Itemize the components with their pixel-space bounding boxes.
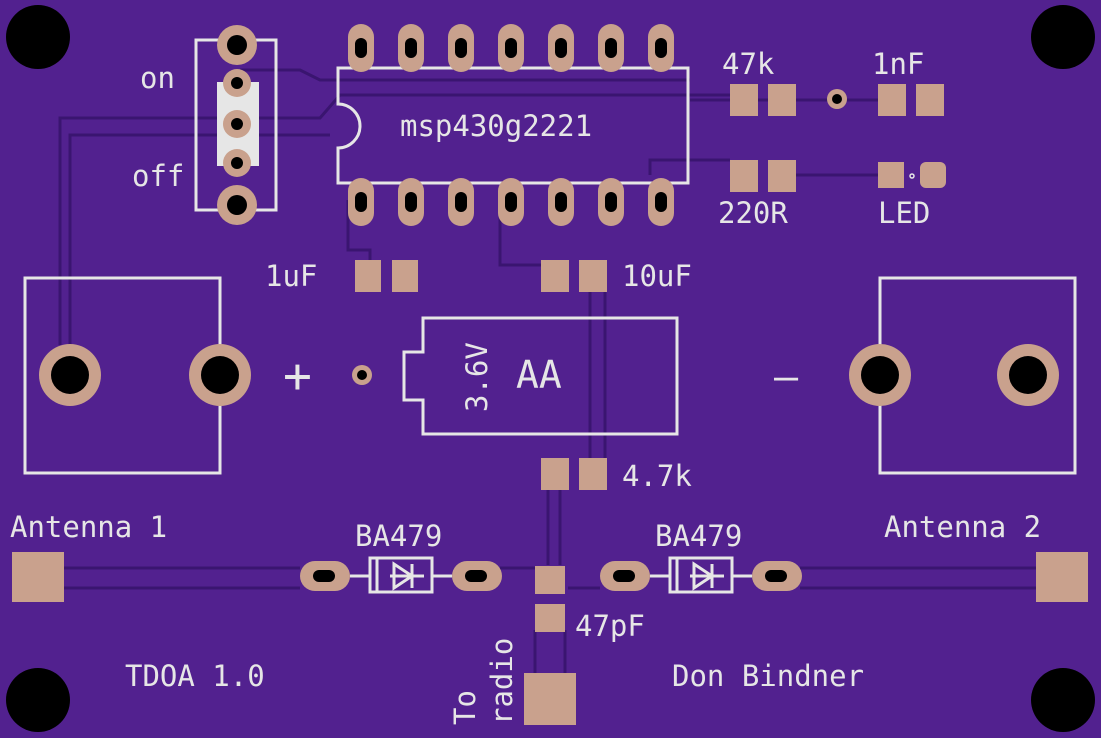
mounting-hole-bottom-right <box>1031 668 1095 732</box>
battery-voltage: 3.6V <box>460 342 494 412</box>
c1nf-label: 1nF <box>872 47 924 81</box>
resistor-47k: 47k <box>722 47 796 116</box>
ic-bottom-pins <box>348 178 674 226</box>
power-switch: on off <box>132 25 278 225</box>
ic-outline <box>336 66 690 185</box>
resistor-220r: 220R <box>718 160 796 230</box>
antenna-1-label: Antenna 1 <box>10 510 167 544</box>
antenna-1: Antenna 1 <box>10 510 167 602</box>
diode-2-label: BA479 <box>655 519 742 553</box>
ic-label: msp430g2221 <box>400 109 592 143</box>
minus-sign: — <box>774 354 799 400</box>
capacitor-1nf: 1nF <box>872 47 944 116</box>
c1uf-label: 1uF <box>265 259 317 293</box>
c47pf-label: 47pF <box>575 609 645 643</box>
plus-sign: + <box>283 348 312 404</box>
diode-1: BA479 <box>300 519 502 594</box>
capacitor-1uf: 1uF <box>265 259 418 293</box>
battery-type: AA <box>516 353 562 397</box>
battery-outline <box>402 316 679 436</box>
antenna-2: Antenna 2 <box>884 510 1088 602</box>
led-label: LED <box>878 196 930 230</box>
led: LED <box>878 162 946 230</box>
board-title: TDOA 1.0 <box>125 659 265 693</box>
radio-output: To radio <box>448 638 576 725</box>
c10uf-label: 10uF <box>622 259 692 293</box>
capacitor-47pf: 47pF <box>535 566 645 643</box>
switch-on-label: on <box>140 61 175 95</box>
r220-label: 220R <box>718 196 788 230</box>
diode-1-label: BA479 <box>355 519 442 553</box>
battery-clip-left <box>23 276 251 475</box>
radio-label: radio <box>485 638 519 725</box>
r47k-label: 47k <box>722 47 775 81</box>
r4-7k-label: 4.7k <box>622 459 692 493</box>
ic-msp430: msp430g2221 <box>336 24 690 226</box>
resistor-4-7k: 4.7k <box>541 458 692 493</box>
capacitor-10uf: 10uF <box>541 259 692 293</box>
ic-top-pins <box>348 24 674 72</box>
mounting-hole-bottom-left <box>6 668 70 732</box>
board-author: Don Bindner <box>672 659 864 693</box>
mounting-hole-top-right <box>1031 5 1095 69</box>
diode-2: BA479 <box>600 519 802 594</box>
switch-off-label: off <box>132 159 184 193</box>
battery-symbol: + 3.6V AA — <box>283 316 799 436</box>
battery-clip-right <box>849 276 1077 475</box>
mounting-hole-top-left <box>6 5 70 69</box>
antenna-2-label: Antenna 2 <box>884 510 1041 544</box>
to-label: To <box>448 690 482 725</box>
